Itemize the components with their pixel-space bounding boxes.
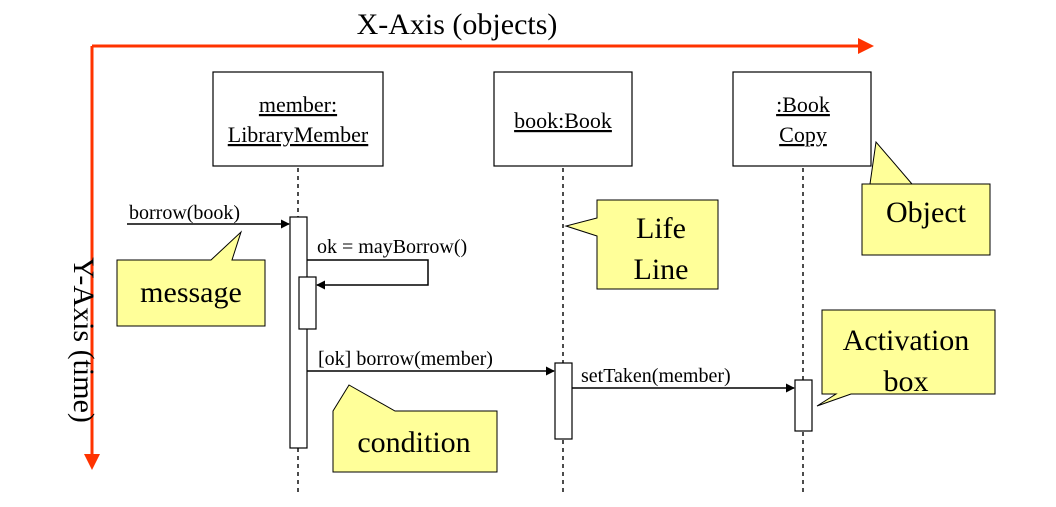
callout-label-life: Life — [636, 212, 686, 245]
activation-box-member — [289, 216, 308, 449]
callout-object — [861, 140, 991, 256]
callout-message — [116, 230, 266, 327]
callout-life-line — [564, 199, 719, 290]
callout-labels: message Life Line Object Activation box … — [140, 196, 969, 459]
message-arrow-may-borrow — [307, 259, 429, 290]
object-member: member: LibraryMember — [212, 71, 384, 167]
callout-label-condition: condition — [357, 426, 470, 459]
message-label-borrow-book: borrow(book) — [129, 202, 240, 224]
callouts — [116, 140, 996, 473]
y-axis-arrowhead — [84, 454, 100, 470]
activation-box-book — [554, 362, 573, 440]
callout-label-message: message — [140, 276, 242, 309]
object-box — [732, 71, 872, 167]
messages: borrow(book) ok = mayBorrow() [ok] borro… — [127, 202, 795, 393]
object-label-line1: member: — [259, 92, 337, 117]
object-label-line2: LibraryMember — [228, 122, 369, 147]
object-box — [493, 71, 633, 167]
activation-box-member-self — [298, 276, 317, 330]
x-axis-arrowhead — [858, 38, 874, 54]
callout-label-activation: Activation — [843, 324, 970, 357]
callout-activation-box — [816, 309, 996, 407]
y-axis-label: Y-Axis (time) — [67, 257, 100, 423]
activation-boxes — [289, 216, 813, 449]
object-box — [212, 71, 384, 167]
axes: X-Axis (objects) Y-Axis (time) — [67, 8, 874, 470]
callout-label-object: Object — [886, 196, 967, 229]
message-label-set-taken: setTaken(member) — [581, 365, 731, 387]
message-label-may-borrow: ok = mayBorrow() — [317, 236, 467, 258]
callout-label-box: box — [884, 365, 929, 398]
x-axis-label: X-Axis (objects) — [357, 8, 558, 41]
callout-label-line: Line — [634, 253, 689, 286]
object-book: book:Book — [493, 71, 633, 167]
object-label-line1: :Book — [776, 92, 830, 117]
object-label-line1: book:Book — [514, 108, 612, 133]
object-label-line2: Copy — [779, 122, 827, 147]
object-book-copy: :Book Copy — [732, 71, 872, 167]
message-label-borrow-member: [ok] borrow(member) — [318, 348, 493, 370]
activation-box-book-copy — [794, 379, 813, 432]
callout-condition — [332, 384, 498, 473]
